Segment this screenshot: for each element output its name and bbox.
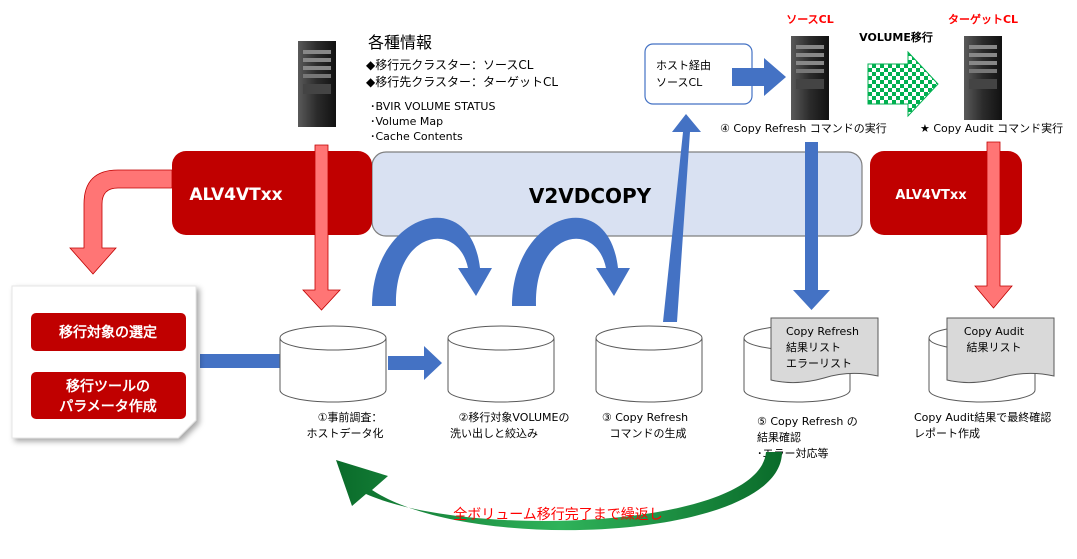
curve-arrow-2 [512, 217, 630, 306]
info-item3: ･Cache Contents [370, 130, 463, 143]
volume-migration-label: VOLUME移行 [859, 30, 933, 44]
cylinder-1 [279, 325, 387, 403]
cyl2-line1: ②移行対象VOLUMEの [459, 410, 570, 424]
cyl5-line1: Copy Audit結果で最終確認 [914, 410, 1051, 424]
doc1-line1: Copy Refresh [786, 325, 859, 338]
step4-label: ④ Copy Refresh コマンドの実行 [720, 121, 887, 135]
doc1-line2: 結果リスト [786, 340, 841, 354]
doc1-line3: エラーリスト [786, 357, 852, 370]
volume-migration-arrow [867, 50, 939, 118]
target-label: ターゲットCL [948, 12, 1018, 26]
audit-down-arrow [974, 141, 1013, 309]
tool-param-line1: 移行ツールの [66, 378, 150, 395]
audit-label: ★ Copy Audit コマンド実行 [920, 121, 1063, 135]
left-bar-label: ALV4VTxx [189, 185, 282, 205]
loop-label: 全ボリューム移行完了まで繰返し [453, 506, 663, 523]
curve-arrow-1 [372, 217, 492, 306]
cyl3-line1: ③ Copy Refresh [602, 411, 688, 424]
cyl2-line2: 洗い出しと絞込み [450, 426, 538, 440]
doc2-line1: Copy Audit [964, 325, 1025, 338]
copy-audit-result-doc [946, 317, 1055, 384]
cyl3-up-arrow [663, 114, 701, 322]
loop-arrow [336, 452, 782, 531]
copy-refresh-result-doc [770, 317, 879, 384]
host-box-line2: ソースCL [656, 76, 703, 89]
info-item2: ･Volume Map [370, 115, 443, 128]
source-label: ソースCL [786, 13, 834, 26]
select-target-label: 移行対象の選定 [59, 324, 157, 341]
select-target-button [31, 313, 186, 351]
right-bar [870, 151, 1022, 235]
cylinder-2 [447, 325, 555, 403]
server-icon-target [964, 36, 1002, 120]
info-line2: ◆移行先クラスター：ターゲットCL [366, 75, 558, 89]
info-item1: ･BVIR VOLUME STATUS [370, 100, 495, 113]
cyl4-line2: 結果確認 [757, 430, 801, 444]
info-title: 各種情報 [368, 33, 432, 52]
select-curve-arrow [69, 169, 173, 275]
host-box-line1: ホスト経由 [656, 58, 711, 72]
info-line1: ◆移行元クラスター：ソースCL [366, 58, 534, 72]
server-icon-source [791, 36, 829, 120]
host-to-source-arrow [732, 58, 786, 96]
info-down-arrow [302, 144, 341, 311]
panel-to-cyl1-arrow [200, 354, 282, 368]
cyl1-line1: ①事前調査： [318, 410, 383, 424]
center-bar-label: V2VDCOPY [529, 184, 652, 208]
doc2-line2: 結果リスト [967, 340, 1022, 354]
cylinder-3 [595, 325, 703, 403]
step4-down-arrow [793, 142, 830, 310]
cyl1-line2: ホストデータ化 [307, 426, 384, 440]
tool-param-button [31, 372, 186, 419]
tool-param-line2: パラメータ作成 [59, 398, 157, 415]
server-icon-info [298, 41, 336, 127]
cyl3-line2: コマンドの生成 [610, 426, 687, 440]
cyl1-to-cyl2-arrow [388, 346, 442, 380]
right-bar-label: ALV4VTxx [895, 188, 967, 203]
cyl4-line1: ⑤ Copy Refresh の [757, 415, 858, 428]
cyl5-line2: レポート作成 [914, 427, 980, 440]
